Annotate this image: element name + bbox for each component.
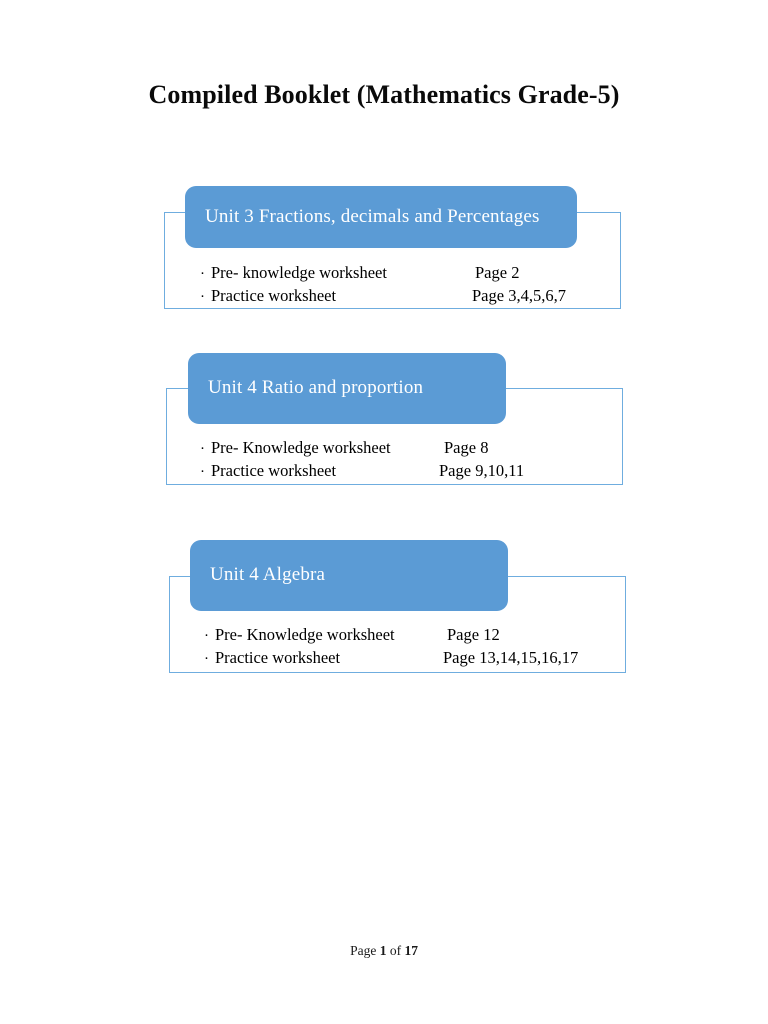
bullet-icon: · <box>200 289 205 305</box>
list-item: · Practice worksheet Page 3,4,5,6,7 <box>200 285 600 308</box>
bullet-icon: · <box>200 266 205 282</box>
footer-middle: of <box>386 943 405 958</box>
footer-current-page: 1 <box>379 943 387 958</box>
unit-header-label: Unit 4 Algebra <box>210 564 326 586</box>
list-item: · Pre- knowledge worksheet Page 2 <box>200 262 600 285</box>
unit-header-label: Unit 4 Ratio and proportion <box>208 377 424 399</box>
unit-worksheet-list: · Pre- Knowledge worksheet Page 8 · Prac… <box>200 437 600 483</box>
bullet-icon: · <box>200 441 205 457</box>
worksheet-label: Pre- Knowledge worksheet <box>215 625 395 644</box>
worksheet-label: Practice worksheet <box>211 286 337 305</box>
unit-worksheet-list: · Pre- Knowledge worksheet Page 12 · Pra… <box>204 624 624 670</box>
page-reference: Page 9,10,11 <box>439 461 525 480</box>
list-item: · Pre- Knowledge worksheet Page 12 <box>204 624 624 647</box>
bullet-icon: · <box>204 628 209 644</box>
bullet-icon: · <box>204 651 209 667</box>
page-reference: Page 2 <box>475 263 520 282</box>
footer-prefix: Page <box>350 943 380 958</box>
unit-header-label: Unit 3 Fractions, decimals and Percentag… <box>205 205 540 227</box>
list-item: · Practice worksheet Page 9,10,11 <box>200 460 600 483</box>
worksheet-label: Pre- Knowledge worksheet <box>211 438 391 457</box>
list-item: · Practice worksheet Page 13,14,15,16,17 <box>204 647 624 670</box>
unit-header-banner[interactable]: Unit 4 Algebra <box>190 540 508 611</box>
page-reference: Page 13,14,15,16,17 <box>443 648 579 667</box>
bullet-icon: · <box>200 464 205 480</box>
footer-total-pages: 17 <box>404 943 418 958</box>
worksheet-label: Practice worksheet <box>215 648 341 667</box>
unit-worksheet-list: · Pre- knowledge worksheet Page 2 · Prac… <box>200 262 600 308</box>
worksheet-label: Practice worksheet <box>211 461 337 480</box>
unit-header-banner[interactable]: Unit 3 Fractions, decimals and Percentag… <box>185 186 577 248</box>
page-reference: Page 12 <box>447 625 500 644</box>
page-footer: Page 1 of 17 <box>0 943 768 959</box>
unit-header-banner[interactable]: Unit 4 Ratio and proportion <box>188 353 506 424</box>
page-reference: Page 3,4,5,6,7 <box>472 286 566 305</box>
list-item: · Pre- Knowledge worksheet Page 8 <box>200 437 600 460</box>
worksheet-label: Pre- knowledge worksheet <box>211 263 387 282</box>
page-reference: Page 8 <box>444 438 489 457</box>
page-title: Compiled Booklet (Mathematics Grade-5) <box>148 80 620 109</box>
